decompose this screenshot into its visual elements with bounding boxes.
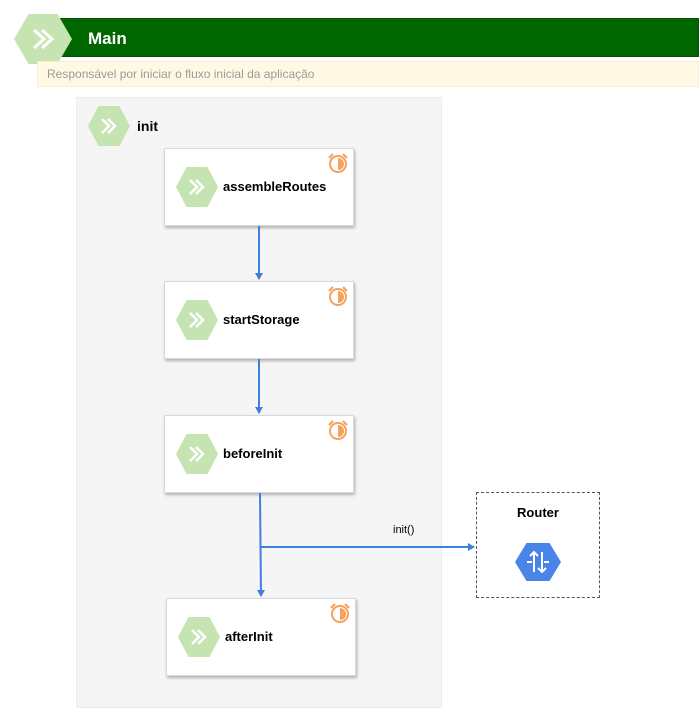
description-bar [37, 61, 699, 87]
header-bar [40, 18, 699, 57]
node-label: beforeInit [223, 446, 283, 461]
node-label: afterInit [225, 629, 273, 644]
node-label: assembleRoutes [223, 179, 327, 194]
node-label: startStorage [223, 312, 300, 327]
node-assemble-routes[interactable]: assembleRoutes [164, 148, 354, 226]
router-title: Router [517, 505, 559, 520]
node-after-init[interactable]: afterInit [166, 598, 356, 676]
function-icon [176, 300, 218, 340]
router-icon [515, 543, 561, 581]
alarm-clock-icon [328, 286, 348, 306]
page-title: Main [88, 29, 127, 48]
function-icon [176, 434, 218, 474]
function-icon [178, 617, 220, 657]
alarm-clock-icon [328, 153, 348, 173]
node-before-init[interactable]: beforeInit [164, 415, 354, 493]
alarm-clock-icon [328, 420, 348, 440]
alarm-clock-icon [330, 603, 350, 623]
node-start-storage[interactable]: startStorage [164, 281, 354, 359]
init-group-title: init [137, 118, 158, 134]
router-node[interactable]: Router [476, 492, 600, 598]
edge-label-init-call: init() [393, 524, 415, 536]
page-description: Responsável por iniciar o fluxo inicial … [47, 67, 315, 81]
function-icon [176, 167, 218, 207]
